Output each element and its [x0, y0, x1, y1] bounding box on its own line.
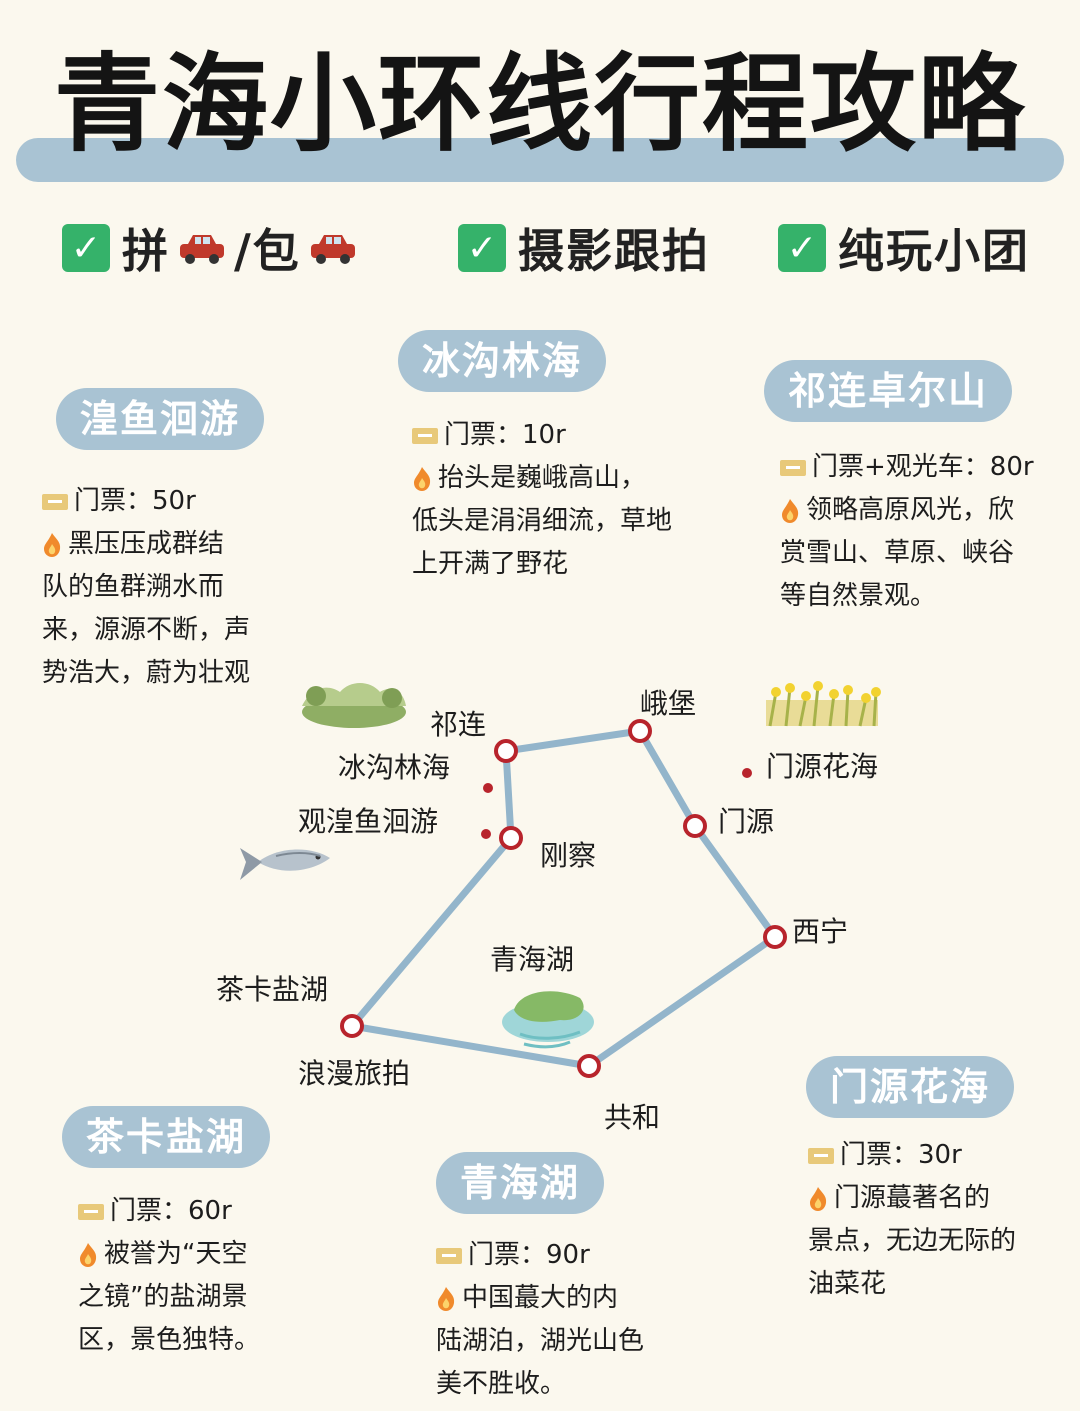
ticket-icon	[412, 427, 438, 444]
check-icon: ✓	[458, 224, 506, 272]
map-label-qilian: 祁连	[430, 708, 487, 741]
ticket-icon	[436, 1247, 462, 1264]
map-label-gangcha: 刚察	[540, 839, 597, 872]
lake-illustration	[502, 991, 594, 1049]
check-icon: ✓	[778, 224, 826, 272]
ticket-icon	[808, 1147, 834, 1164]
map-label-menyuan: 门源	[718, 805, 775, 838]
map-label-chaka: 茶卡盐湖	[216, 973, 329, 1006]
map-label-ebao: 峨堡	[640, 687, 697, 720]
info-qinghaihu: 门票：90r 中国蕞大的内 陆湖泊，湖光山色 美不胜收。	[436, 1240, 645, 1399]
map-label-binggou: 冰沟林海	[338, 751, 451, 784]
flower-field-illustration	[766, 681, 881, 727]
flame-icon	[44, 532, 61, 557]
feature-carpool: ✓ 拼 /包	[62, 222, 365, 278]
fish-illustration	[240, 848, 330, 880]
feature-photo-label: 摄影跟拍	[518, 224, 710, 278]
feature-carpool-label: 拼	[122, 224, 170, 278]
spot-dot-menyuan-flower	[742, 768, 752, 778]
flame-icon	[438, 1286, 455, 1311]
ticket-icon	[78, 1203, 104, 1220]
tag-chaka: 茶卡盐湖	[62, 1106, 271, 1168]
node-qilian	[494, 739, 518, 763]
feature-small-group: ✓ 纯玩小团	[778, 222, 1030, 278]
node-chaka	[340, 1014, 364, 1038]
flame-icon	[414, 466, 431, 491]
node-ebao	[628, 719, 652, 743]
tag-qinghaihu: 青海湖	[436, 1152, 605, 1214]
tag-huangyu: 湟鱼洄游	[56, 388, 265, 450]
node-xining	[763, 925, 787, 949]
spot-dot-binggou	[483, 783, 493, 793]
info-chaka: 门票：60r 被誉为“天空 之镜”的盐湖景 区，景色独特。	[78, 1196, 261, 1355]
map-label-menyuan-flower: 门源花海	[766, 750, 879, 783]
node-gonghe	[577, 1054, 601, 1078]
page-title: 青海小环线行程攻略	[54, 43, 1026, 166]
map-label-photo: 浪漫旅拍	[298, 1057, 411, 1090]
info-qilian: 门票+观光车：80r 领略高原风光，欣 赏雪山、草原、峡谷 等自然景观。	[780, 452, 1034, 611]
map-label-gonghe: 共和	[604, 1101, 661, 1134]
tag-menyuan: 门源花海	[806, 1056, 1015, 1118]
tag-qilian: 祁连卓尔山	[764, 360, 1013, 422]
feature-charter-label: /包	[234, 224, 301, 278]
feature-small-group-label: 纯玩小团	[838, 224, 1030, 278]
info-menyuan: 门票：30r 门源蕞著名的 景点，无边无际的 油菜花	[808, 1140, 1017, 1299]
route-line	[348, 727, 779, 1070]
map-label-xining: 西宁	[792, 915, 849, 948]
tag-binggou: 冰沟林海	[398, 330, 607, 392]
feature-photo: ✓ 摄影跟拍	[458, 222, 710, 278]
grassland-illustration	[302, 683, 406, 728]
ticket-icon	[42, 493, 68, 510]
node-gangcha	[499, 826, 523, 850]
spot-dot-huangyu	[481, 829, 491, 839]
ticket-icon	[780, 459, 806, 476]
title-underline-bar	[16, 138, 1064, 182]
flame-icon	[810, 1186, 827, 1211]
map-label-huangyu: 观湟鱼洄游	[298, 805, 439, 838]
car-icon	[310, 235, 355, 264]
car-icon	[180, 235, 224, 264]
info-huangyu: 门票：50r 黑压压成群结 队的鱼群溯水而 来，源源不断，声 势浩大，蔚为壮观	[42, 486, 251, 688]
map-label-lake: 青海湖	[490, 943, 575, 976]
flame-icon	[782, 498, 799, 523]
node-menyuan	[683, 814, 707, 838]
flame-icon	[80, 1242, 97, 1267]
check-icon: ✓	[62, 224, 110, 272]
info-binggou: 门票：10r 抬头是巍峨高山， 低头是涓涓细流，草地 上开满了野花	[412, 420, 673, 579]
